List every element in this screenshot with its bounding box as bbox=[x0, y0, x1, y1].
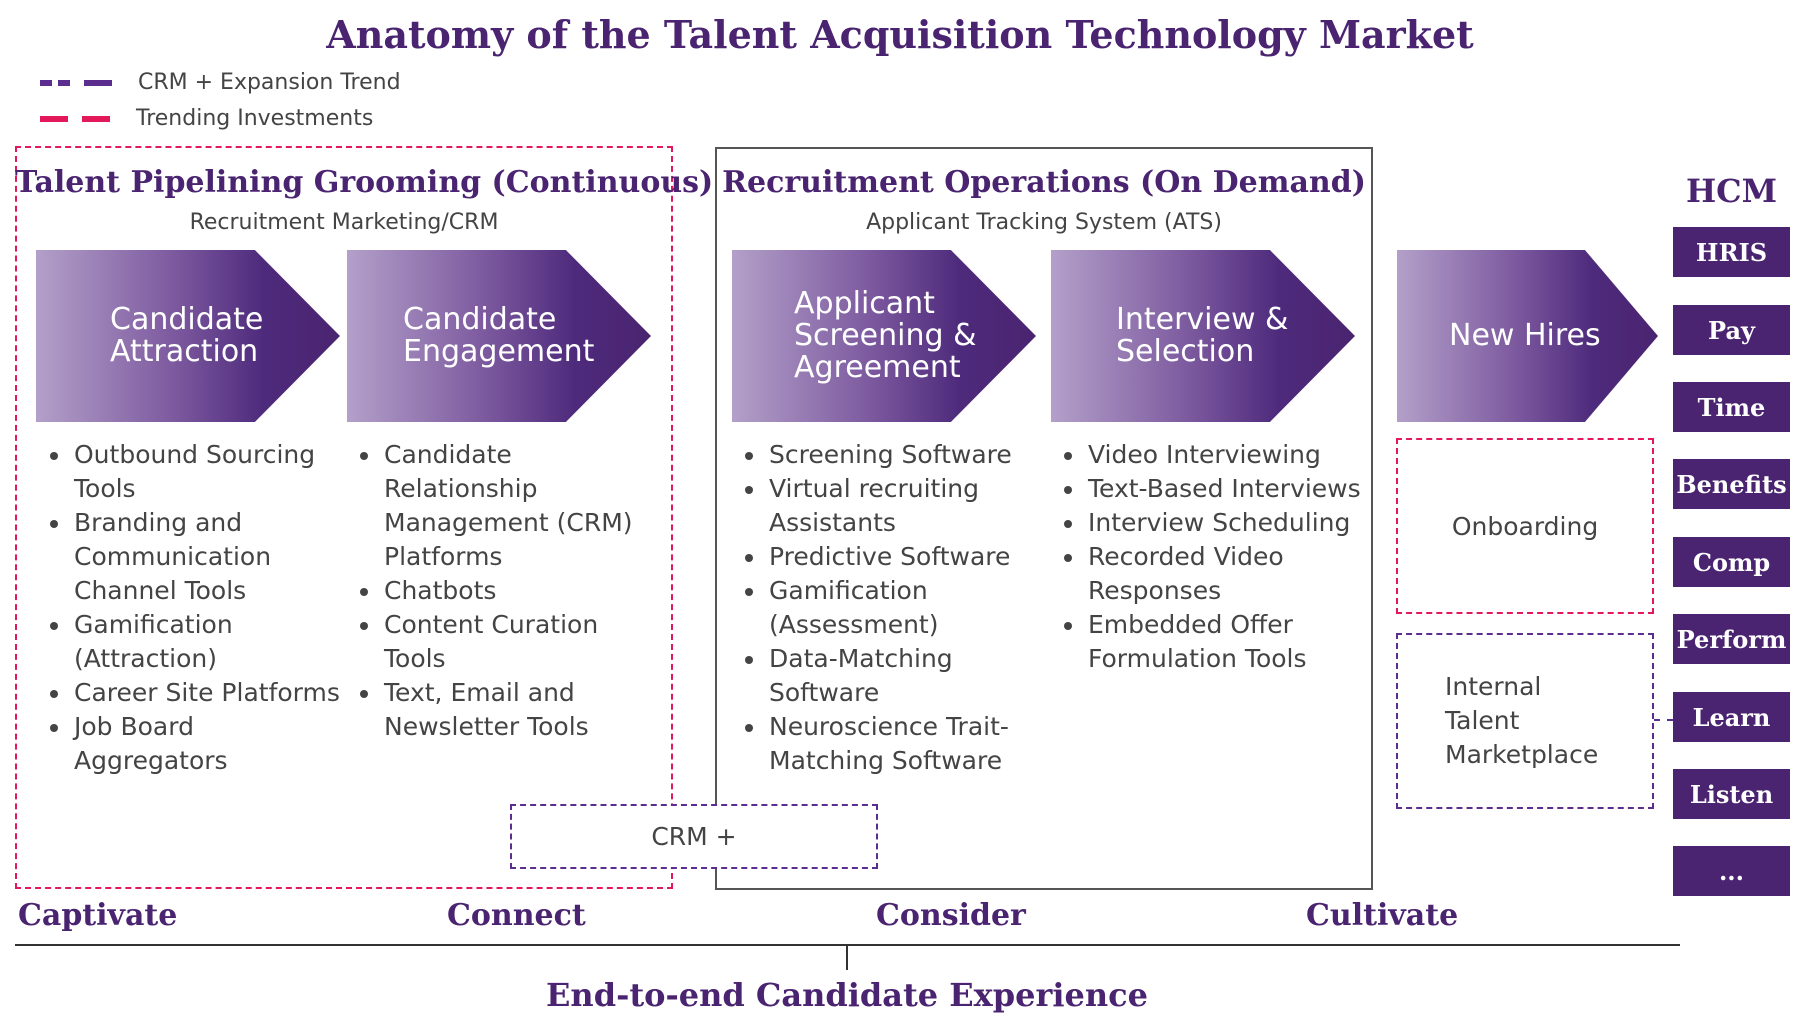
attraction-tools-list: Outbound Sourcing Tools Branding and Com… bbox=[42, 438, 342, 778]
pipelining-title: Talent Pipelining Grooming (Continuous) bbox=[15, 165, 714, 200]
legend-label: Trending Investments bbox=[136, 106, 374, 131]
stage-label: Interview & Selection bbox=[1116, 302, 1289, 369]
hcm-item-benefits: Benefits bbox=[1673, 459, 1790, 509]
interview-tools-list: Video Interviewing Text-Based Interviews… bbox=[1056, 438, 1366, 676]
list-item: Video Interviewing bbox=[1086, 438, 1366, 472]
stage-label: Candidate Engagement bbox=[403, 302, 595, 369]
list-item: Chatbots bbox=[382, 574, 652, 608]
phase-consider: Consider bbox=[876, 898, 1026, 933]
phase-cultivate: Cultivate bbox=[1306, 898, 1459, 933]
hcm-item-hris: HRIS bbox=[1673, 227, 1790, 277]
list-item: Candidate Relationship Management (CRM) … bbox=[382, 438, 652, 574]
legend-item-crm-expansion: CRM + Expansion Trend bbox=[40, 70, 401, 95]
list-item: Outbound Sourcing Tools bbox=[72, 438, 342, 506]
list-item: Screening Software bbox=[767, 438, 1037, 472]
legend-label: CRM + Expansion Trend bbox=[138, 70, 401, 95]
hcm-item-time: Time bbox=[1673, 382, 1790, 432]
onboarding-box: Onboarding bbox=[1396, 438, 1654, 614]
list-item: Gamification (Attraction) bbox=[72, 608, 342, 676]
crm-plus-box: CRM + bbox=[510, 804, 878, 869]
stage-label: Candidate Attraction bbox=[110, 302, 264, 369]
pink-dash-icon bbox=[82, 115, 110, 122]
list-item: Predictive Software bbox=[767, 540, 1037, 574]
hcm-item-listen: Listen bbox=[1673, 769, 1790, 819]
pink-dash-icon bbox=[40, 115, 68, 122]
hcm-title: HCM bbox=[1685, 172, 1778, 210]
crm-plus-label: CRM + bbox=[651, 822, 737, 851]
timeline-tick bbox=[846, 944, 848, 970]
list-item: Recorded Video Responses bbox=[1086, 540, 1366, 608]
hcm-item-more: ... bbox=[1673, 846, 1790, 896]
hcm-item-pay: Pay bbox=[1673, 305, 1790, 355]
marketplace-learn-connector bbox=[1654, 719, 1673, 721]
phase-connect: Connect bbox=[447, 898, 586, 933]
purple-dash-icon bbox=[40, 79, 70, 86]
list-item: Text, Email and Newsletter Tools bbox=[382, 676, 652, 744]
footer-caption: End-to-end Candidate Experience bbox=[546, 976, 1148, 1014]
pipelining-subtitle: Recruitment Marketing/CRM bbox=[189, 210, 499, 235]
diagram-title: Anatomy of the Talent Acquisition Techno… bbox=[326, 12, 1474, 57]
list-item: Virtual recruiting Assistants bbox=[767, 472, 1037, 540]
list-item: Text-Based Interviews bbox=[1086, 472, 1366, 506]
onboarding-label: Onboarding bbox=[1451, 511, 1599, 541]
list-item: Gamification (Assessment) bbox=[767, 574, 1037, 642]
legend-item-trending-investments: Trending Investments bbox=[40, 106, 373, 131]
operations-box bbox=[715, 147, 1373, 890]
list-item: Job Board Aggregators bbox=[72, 710, 342, 778]
stage-new-hires: New Hires bbox=[1397, 250, 1658, 422]
hcm-item-learn: Learn bbox=[1673, 692, 1790, 742]
list-item: Career Site Platforms bbox=[72, 676, 342, 710]
list-item: Branding and Communication Channel Tools bbox=[72, 506, 342, 608]
internal-talent-marketplace-box: Internal Talent Marketplace bbox=[1396, 633, 1654, 809]
stage-label: Applicant Screening & Agreement bbox=[794, 286, 977, 385]
list-item: Embedded Offer Formulation Tools bbox=[1086, 608, 1366, 676]
list-item: Neuroscience Trait-Matching Software bbox=[767, 710, 1037, 778]
operations-title: Recruitment Operations (On Demand) bbox=[722, 165, 1366, 200]
operations-subtitle: Applicant Tracking System (ATS) bbox=[866, 210, 1222, 235]
purple-dash-icon bbox=[84, 79, 112, 86]
phase-captivate: Captivate bbox=[18, 898, 178, 933]
engagement-tools-list: Candidate Relationship Management (CRM) … bbox=[352, 438, 652, 744]
list-item: Interview Scheduling bbox=[1086, 506, 1366, 540]
stage-label: New Hires bbox=[1449, 318, 1601, 353]
marketplace-label: Internal Talent Marketplace bbox=[1445, 672, 1599, 769]
list-item: Content Curation Tools bbox=[382, 608, 652, 676]
pipelining-box bbox=[15, 146, 673, 889]
list-item: Data-Matching Software bbox=[767, 642, 1037, 710]
hcm-item-comp: Comp bbox=[1673, 537, 1790, 587]
screening-tools-list: Screening Software Virtual recruiting As… bbox=[737, 438, 1037, 778]
hcm-item-perform: Perform bbox=[1673, 614, 1790, 664]
